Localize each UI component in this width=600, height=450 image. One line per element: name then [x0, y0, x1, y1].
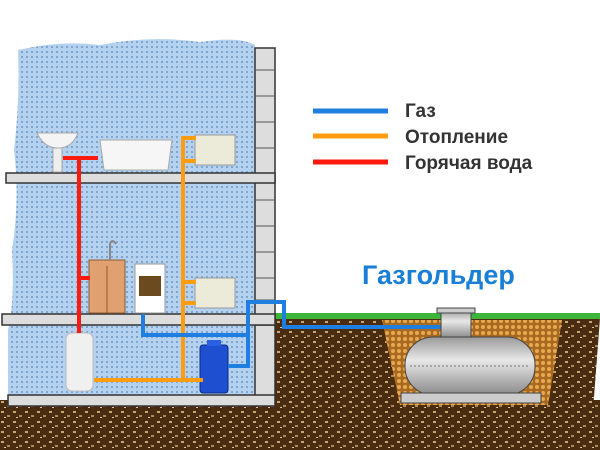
house-wall [8, 39, 255, 395]
water-heater-icon [65, 332, 94, 392]
gas-pipe [141, 300, 442, 368]
basement-floor-slab [7, 394, 276, 407]
grass [275, 313, 600, 319]
kitchen-sink-cabinet-icon [88, 240, 126, 314]
radiator-upper-icon [194, 134, 236, 166]
gas-boiler-icon [199, 340, 229, 394]
radiator-lower-icon [194, 277, 236, 309]
legend-label-gas: Газ [405, 101, 436, 122]
gas-stove-icon [134, 263, 166, 314]
gas-holder-title: Газгольдер [362, 260, 515, 290]
heating-pipes [94, 136, 203, 382]
legend-label-heating: Отопление [405, 127, 508, 148]
basement-wall [254, 324, 276, 398]
legend-label-hot-water: Горячая вода [405, 153, 533, 174]
upper-floor-slab [5, 172, 276, 184]
gas-tank-icon [400, 307, 542, 404]
hot-water-pipes [63, 156, 98, 333]
ground-floor-slab [1, 313, 276, 326]
bathtub-icon [99, 139, 173, 171]
legend: Газ Отопление Горячая вода [313, 101, 533, 174]
washbasin-icon [36, 132, 79, 173]
